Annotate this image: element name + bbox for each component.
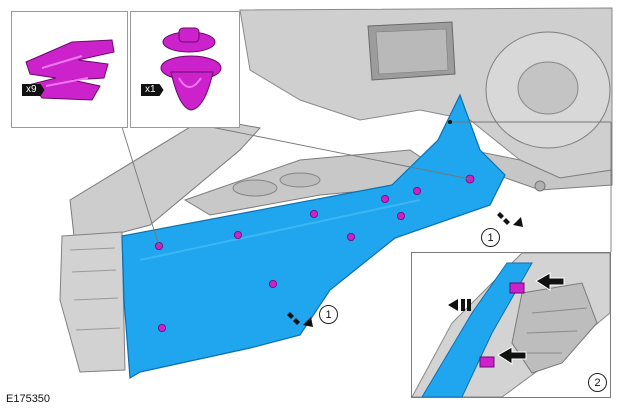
clip-icon (25, 39, 115, 101)
pointer-arrow-icon (535, 272, 565, 291)
console-side-panel (121, 93, 506, 380)
clip (233, 230, 242, 239)
clip (309, 209, 318, 218)
removal-arrow (448, 299, 471, 311)
pointer-arrow-icon (497, 346, 527, 365)
step-1-marker: 1 (319, 305, 338, 324)
console-structure (59, 231, 126, 373)
pin-callout-box: x1 (130, 11, 240, 128)
clip (268, 279, 277, 288)
clip (509, 282, 525, 294)
leader-dot (448, 120, 452, 124)
pin-quantity-label: x1 (141, 84, 164, 96)
clip (412, 186, 421, 195)
clip (479, 356, 495, 368)
clip (396, 211, 405, 220)
leader-lines (121, 121, 612, 252)
inset-illustration (412, 253, 610, 397)
fastener-clips (154, 174, 475, 332)
clip-callout-box: x9 (11, 11, 128, 128)
step-2-marker: 2 (588, 373, 607, 392)
clip (346, 232, 355, 241)
removal-arrow (287, 312, 313, 327)
removal-arrow (497, 212, 523, 227)
clip (380, 194, 389, 203)
clip (157, 323, 166, 332)
clip-quantity-label: x9 (22, 84, 45, 96)
step-1-marker: 1 (481, 228, 500, 247)
figure-id: E175350 (6, 393, 51, 405)
detail-inset: 2 (411, 252, 611, 398)
push-pin-icon (160, 27, 222, 111)
